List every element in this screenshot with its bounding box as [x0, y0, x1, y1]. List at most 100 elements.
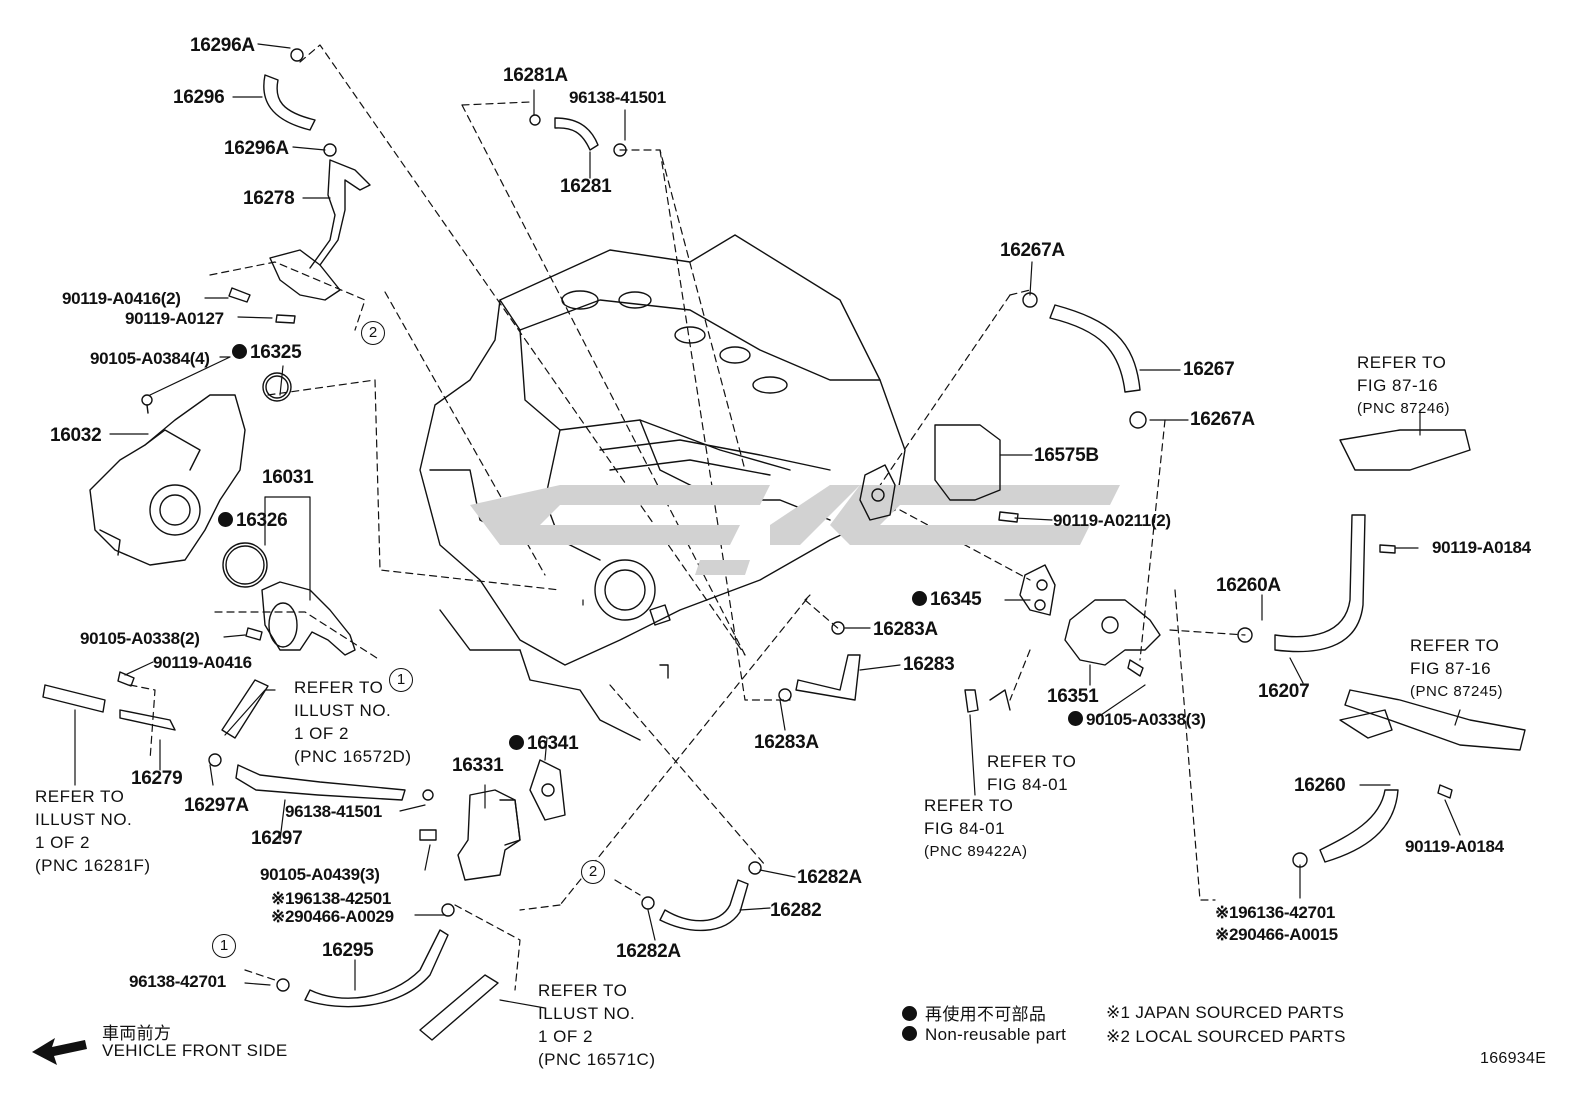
part-label[interactable]: 16281 [560, 176, 612, 197]
nonreusable-dot-icon [232, 344, 247, 359]
part-label[interactable]: 16297A [184, 795, 249, 816]
refer-line: REFER TO [35, 787, 125, 806]
direction-en: VEHICLE FRONT SIDE [102, 1041, 288, 1060]
part-label[interactable]: 16282A [616, 941, 681, 962]
refer-note-87246[interactable]: REFER TO FIG 87-16 (PNC 87246) [1357, 351, 1450, 420]
part-label-nonreusable[interactable]: 90105-A0338(3) [1068, 711, 1206, 728]
hoses [42, 74, 1526, 1041]
refer-line: (PNC 87246) [1357, 400, 1451, 417]
refer-note-84-01[interactable]: REFER TO FIG 84-01 [987, 750, 1076, 796]
part-label[interactable]: 16296A [224, 138, 289, 159]
refer-line: 1 OF 2 [294, 724, 349, 743]
part-label-nonreusable[interactable]: 16345 [912, 589, 982, 610]
part-label[interactable]: 16267A [1190, 409, 1255, 430]
part-label[interactable]: 16267 [1183, 359, 1235, 380]
part-label[interactable]: 90119-A0416(2) [62, 289, 181, 308]
diagram-code: 166934E [1480, 1050, 1547, 1067]
part-label[interactable]: 16283 [903, 654, 955, 675]
part-label[interactable]: 16283A [873, 619, 938, 640]
direction-jp: 車両前方 [102, 1024, 172, 1043]
part-label[interactable]: 96138-41501 [569, 88, 666, 107]
circle-ref-2: 2 [361, 321, 385, 345]
part-label[interactable]: 90119-A0184 [1432, 538, 1531, 557]
nonreusable-dot-icon [912, 591, 927, 606]
part-label[interactable]: 16278 [243, 188, 295, 209]
part-label-nonreusable[interactable]: 16341 [509, 733, 579, 754]
part-label[interactable]: 16267A [1000, 240, 1065, 261]
part-label[interactable]: 16296A [190, 35, 255, 56]
part-label-nonreusable[interactable]: 16325 [232, 342, 302, 363]
part-label[interactable]: 16031 [262, 467, 314, 488]
legend-nonreusable-en: Non-reusable part [902, 1025, 1066, 1045]
refer-line: FIG 87-16 [1357, 376, 1439, 395]
part-label[interactable]: 90119-A0211(2) [1053, 511, 1171, 530]
part-label[interactable]: ※196136-42701 [1215, 903, 1336, 922]
part-number: 16341 [527, 733, 579, 754]
nonreusable-dot-icon [902, 1006, 917, 1021]
part-label[interactable]: 96138-41501 [285, 802, 382, 821]
part-label[interactable]: 16575B [1034, 445, 1099, 466]
refer-line: REFER TO [538, 981, 628, 1000]
watermark [470, 485, 1120, 575]
part-label[interactable]: 90119-A0416 [153, 653, 252, 672]
part-label[interactable]: ※196138-42501 [271, 889, 392, 908]
part-label[interactable]: 16207 [1258, 681, 1310, 702]
part-label[interactable]: 90105-A0384(4) [90, 349, 210, 368]
part-label[interactable]: 16295 [322, 940, 374, 961]
part-label[interactable]: 16260 [1294, 775, 1346, 796]
nonreusable-dot-icon [218, 512, 233, 527]
part-label[interactable]: 16260A [1216, 575, 1281, 596]
refer-line: FIG 84-01 [987, 775, 1069, 794]
leader-lines [74, 43, 1461, 1009]
refer-note-16572D[interactable]: REFER TO ILLUST NO. 1 OF 2 (PNC 16572D) [294, 676, 412, 768]
legend-nonreusable-jp: 再使用不可部品 [902, 1000, 1046, 1025]
part-label[interactable]: 16331 [452, 755, 504, 776]
part-label[interactable]: 16283A [754, 732, 819, 753]
clamps-and-bolts [117, 48, 1453, 992]
refer-note-16281F[interactable]: REFER TO ILLUST NO. 1 OF 2 (PNC 16281F) [35, 785, 151, 877]
part-number: 16326 [236, 510, 288, 531]
part-label[interactable]: 96138-42701 [129, 972, 226, 991]
refer-line: 1 OF 2 [538, 1027, 593, 1046]
part-label[interactable]: 16282 [770, 900, 822, 921]
part-label[interactable]: 90105-A0439(3) [260, 865, 380, 884]
refer-note-89422A[interactable]: REFER TO FIG 84-01 (PNC 89422A) [924, 794, 1028, 863]
part-label[interactable]: 16282A [797, 867, 862, 888]
part-label[interactable]: ※290466-A0015 [1215, 925, 1338, 944]
refer-line: REFER TO [987, 752, 1077, 771]
refer-line: FIG 84-01 [924, 819, 1006, 838]
part-label[interactable]: 16032 [50, 425, 102, 446]
part-label[interactable]: 16351 [1047, 686, 1099, 707]
front-arrow-icon [32, 1038, 87, 1065]
part-label[interactable]: 16296 [173, 87, 225, 108]
part-label[interactable]: 16297 [251, 828, 303, 849]
refer-line: (PNC 16572D) [294, 747, 412, 766]
refer-note-16571C[interactable]: REFER TO ILLUST NO. 1 OF 2 (PNC 16571C) [538, 979, 656, 1071]
legend-text: 再使用不可部品 [925, 1005, 1047, 1024]
refer-line: 1 OF 2 [35, 833, 90, 852]
refer-note-87245[interactable]: REFER TO FIG 87-16 (PNC 87245) [1410, 634, 1503, 703]
nonreusable-dot-icon [509, 735, 524, 750]
housing-16031-drawing [222, 372, 356, 656]
part-label[interactable]: ※290466-A0029 [271, 907, 394, 926]
part-number: 16325 [250, 342, 302, 363]
refer-line: REFER TO [1357, 353, 1447, 372]
refer-line: FIG 87-16 [1410, 659, 1492, 678]
circle-ref-1: 1 [212, 934, 236, 958]
nonreusable-dot-icon [1068, 711, 1083, 726]
legend-text: Non-reusable part [925, 1025, 1067, 1044]
part-label[interactable]: 16281A [503, 65, 568, 86]
part-label[interactable]: 90119-A0184 [1405, 837, 1504, 856]
part-label[interactable]: 90105-A0338(2) [80, 629, 200, 648]
part-number: 16345 [930, 589, 982, 610]
refer-line: (PNC 16281F) [35, 856, 151, 875]
thermostat-parts-drawing [457, 424, 1161, 881]
nonreusable-dot-icon [902, 1026, 917, 1041]
part-label[interactable]: 16279 [131, 768, 183, 789]
part-label[interactable]: 90119-A0127 [125, 309, 224, 328]
circle-ref-1: 1 [389, 668, 413, 692]
part-label-nonreusable[interactable]: 16326 [218, 510, 288, 531]
refer-line: ILLUST NO. [294, 701, 392, 720]
